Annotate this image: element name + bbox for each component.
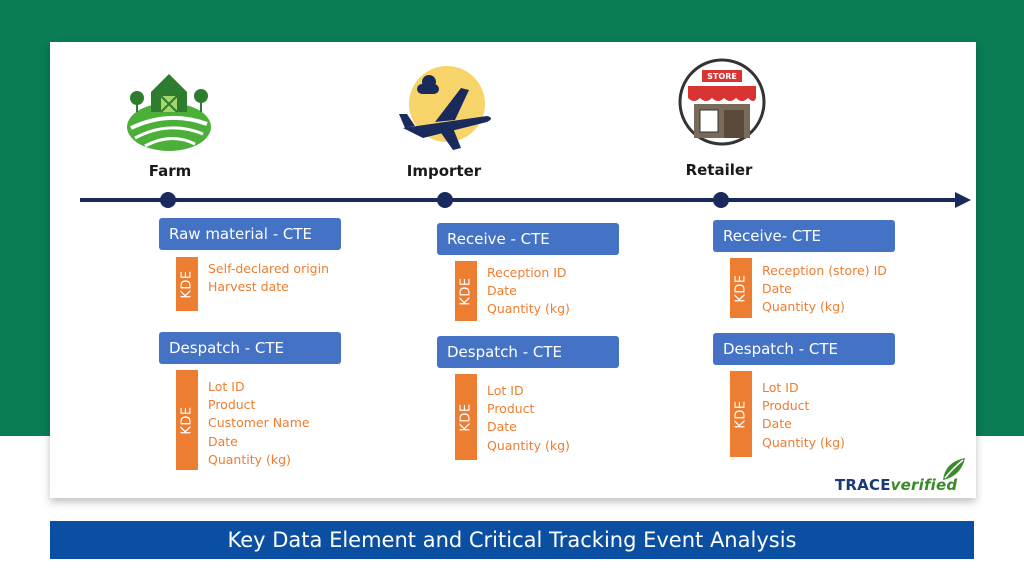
kde-item: Quantity (kg): [762, 434, 845, 450]
kde-list-farm-primary: Self-declared origin Harvest date: [208, 260, 329, 296]
kde-item: Date: [762, 281, 792, 297]
kde-item: Product: [208, 397, 256, 413]
kde-list-importer-primary: Reception ID Date Quantity (kg): [487, 264, 570, 319]
kde-list-farm-secondary: Lot ID Product Customer Name Date Quanti…: [208, 378, 310, 469]
kde-item: Customer Name: [208, 415, 310, 431]
timeline-dot-farm: [160, 192, 176, 208]
store-sign: STORE: [707, 72, 737, 81]
kde-tab-label: KDE: [179, 269, 195, 299]
kde-tab-retailer-secondary: KDE: [730, 371, 752, 457]
kde-item: Quantity (kg): [487, 437, 570, 453]
kde-item: Product: [487, 401, 535, 417]
kde-tab-farm-secondary: KDE: [176, 370, 198, 470]
cte-box-retailer-despatch: Despatch - CTE: [713, 333, 895, 365]
logo-verified-text: verified: [890, 476, 958, 494]
footer-title: Key Data Element and Critical Tracking E…: [50, 521, 974, 559]
kde-list-retailer-secondary: Lot ID Product Date Quantity (kg): [762, 379, 845, 452]
kde-item: Quantity (kg): [208, 451, 291, 467]
kde-list-importer-secondary: Lot ID Product Date Quantity (kg): [487, 382, 570, 455]
stage-label-importer: Importer: [406, 162, 482, 180]
timeline-dot-importer: [437, 192, 453, 208]
kde-item: Lot ID: [487, 383, 524, 398]
kde-item: Date: [762, 416, 792, 432]
kde-item: Date: [208, 433, 238, 449]
kde-item: Quantity (kg): [762, 299, 845, 315]
kde-tab-importer-secondary: KDE: [455, 374, 477, 460]
kde-tab-label: KDE: [733, 399, 749, 429]
traceverified-logo: TRACEverified: [835, 458, 970, 494]
timeline-line: [80, 198, 960, 202]
kde-item: Date: [487, 283, 517, 299]
cte-box-importer-despatch: Despatch - CTE: [437, 336, 619, 368]
kde-item: Product: [762, 398, 810, 414]
kde-list-retailer-primary: Reception (store) ID Date Quantity (kg): [762, 262, 887, 317]
leaf-icon: [943, 458, 965, 480]
cte-box-retailer-receive: Receive- CTE: [713, 220, 895, 252]
airplane-icon: [399, 66, 491, 150]
logo-trace-text: TRACE: [835, 476, 891, 494]
farm-barn-icon: [127, 74, 211, 151]
kde-item: Quantity (kg): [487, 301, 570, 317]
kde-item: Harvest date: [208, 279, 289, 295]
cte-box-farm-despatch: Despatch - CTE: [159, 332, 341, 364]
timeline-arrowhead: [955, 192, 971, 208]
kde-item: Reception ID: [487, 265, 567, 280]
kde-item: Reception (store) ID: [762, 263, 887, 278]
kde-tab-retailer-primary: KDE: [730, 258, 752, 318]
kde-tab-importer-primary: KDE: [455, 261, 477, 321]
stage-label-farm: Farm: [148, 162, 192, 180]
kde-tab-farm-primary: KDE: [176, 257, 198, 311]
kde-tab-label: KDE: [458, 402, 474, 432]
timeline-dot-retailer: [713, 192, 729, 208]
kde-item: Self-declared origin: [208, 261, 330, 276]
stage-label-retailer: Retailer: [685, 161, 753, 179]
kde-item: Date: [487, 419, 517, 435]
cte-box-farm-raw-material: Raw material - CTE: [159, 218, 341, 250]
kde-item: Lot ID: [208, 379, 245, 394]
kde-tab-label: KDE: [179, 405, 195, 435]
kde-tab-label: KDE: [733, 273, 749, 303]
store-icon: STORE: [678, 58, 766, 146]
kde-item: Lot ID: [762, 380, 799, 395]
cte-box-importer-receive: Receive - CTE: [437, 223, 619, 255]
kde-tab-label: KDE: [458, 276, 474, 306]
